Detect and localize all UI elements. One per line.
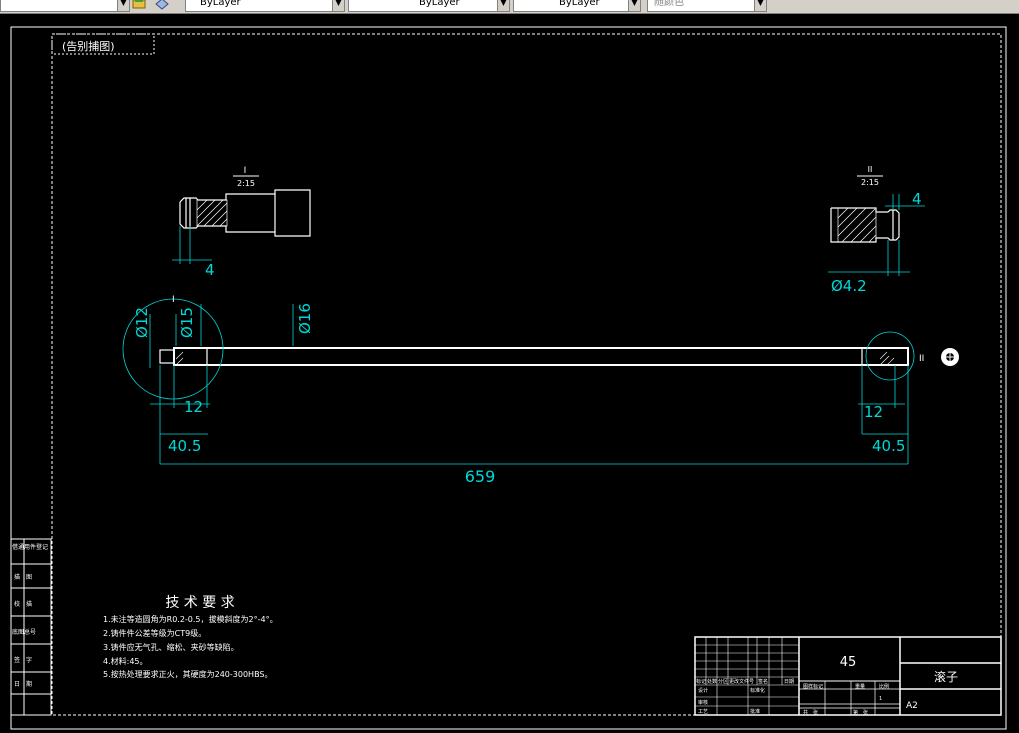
tb-label-sign: 签名: [758, 678, 768, 685]
crosshair-cursor-icon: [941, 348, 959, 366]
tech-requirement-item: 5.按热处理要求正火，其硬度为240-300HBS。: [103, 669, 273, 679]
linetype-combo[interactable]: ByLayer ▼: [348, 0, 510, 12]
tb-sheet-size: A2: [906, 701, 918, 711]
tb-label-approve: 批准: [750, 708, 760, 715]
tech-requirement-item: 2.铸件件公差等级为CT9级。: [103, 628, 206, 638]
tb-label-doc-no: 更改文件号: [729, 678, 754, 685]
dim-diameter-12: Ø12: [133, 307, 151, 338]
side-table-row: 日 期: [14, 680, 32, 688]
detail-circle-II[interactable]: [865, 331, 915, 381]
dim-right-40: 40.5: [872, 437, 905, 455]
tb-label-sheets-total: 共 张: [803, 709, 818, 716]
color-combo[interactable]: ByLayer ▼: [185, 0, 345, 12]
layer-dropdown-arrow[interactable]: ▼: [117, 0, 129, 11]
tech-requirement-item: 3.铸件应无气孔、缩松、夹砂等缺陷。: [103, 642, 239, 652]
detail-circle-I[interactable]: [122, 298, 224, 400]
tb-label-process: 工艺: [698, 709, 708, 715]
layer-manager-icon[interactable]: [132, 0, 146, 11]
side-table-row: 描 图: [14, 573, 32, 581]
dim-right-12: 12: [864, 403, 883, 421]
side-table: [10, 538, 52, 716]
plotstyle-dropdown-arrow[interactable]: ▼: [754, 0, 766, 11]
detail-I-label: I: [244, 166, 247, 176]
tb-part-name: 滚子: [934, 669, 958, 684]
tb-label-mark: 标记: [696, 678, 706, 685]
side-table-row: 底图总号: [12, 628, 36, 636]
side-table-row: 校 描: [14, 600, 32, 608]
property-toolbar: ▼ ByLayer ▼ ByLayer ▼ ByLayer ▼ 随颜色 ▼: [0, 0, 1019, 14]
detail-I-dim: 4: [205, 261, 215, 279]
tb-label-standardize: 标准化: [750, 687, 765, 694]
tb-label-sheet-no: 第 张: [853, 709, 868, 716]
detail-II-scale: 2:15: [861, 178, 879, 187]
tb-label-ratio: 1: [879, 696, 882, 702]
detail-II-dim-bottom: Ø4.2: [831, 277, 867, 295]
dim-left-40: 40.5: [168, 437, 201, 455]
detail-II-label: II: [868, 165, 873, 174]
tb-label-date: 日期: [784, 679, 794, 685]
tb-label-scale: 比例: [879, 683, 889, 690]
tech-requirements-title: 技 术 要 求: [165, 595, 234, 611]
tb-label-zone: 分区: [718, 678, 728, 685]
side-table-row: 签 字: [14, 656, 32, 664]
tech-requirement-item: 4.材料:45。: [103, 656, 148, 666]
title-block: [694, 636, 1002, 716]
detail-view-II[interactable]: II 2:15 4 Ø4.2: [828, 165, 925, 295]
tb-label-review: 审核: [698, 699, 708, 706]
dim-left-12: 12: [184, 398, 203, 416]
linetype-dropdown-arrow[interactable]: ▼: [497, 0, 509, 11]
detail-view-I[interactable]: I 2:15 4: [172, 166, 311, 279]
dim-total-length: 659: [465, 467, 496, 486]
tech-requirement-item: 1.未注等造圆角为R0.2-0.5，拔模斜度为2°-4°。: [103, 614, 278, 624]
side-table-row: 借通用件登记: [12, 543, 48, 551]
tb-label-stage-mark: 图样标记: [803, 683, 823, 690]
plotstyle-combo[interactable]: 随颜色 ▼: [647, 0, 767, 12]
dimension-lines: [149, 304, 909, 465]
color-dropdown-arrow[interactable]: ▼: [332, 0, 344, 11]
detail-I-scale: 2:15: [237, 179, 255, 188]
dim-diameter-16: Ø16: [296, 303, 314, 334]
tb-material: 45: [840, 655, 857, 670]
tech-requirements: 技 术 要 求 1.未注等造圆角为R0.2-0.5，拔模斜度为2°-4°。 2.…: [103, 595, 278, 679]
tb-label-weight: 重量: [855, 683, 865, 690]
dim-diameter-15: Ø15: [178, 307, 196, 338]
detail-circle-II-label: II: [919, 354, 924, 364]
detail-II-dim-top: 4: [912, 190, 922, 208]
layer-combo[interactable]: ▼: [0, 0, 130, 12]
layer-previous-icon[interactable]: [155, 0, 169, 11]
lineweight-dropdown-arrow[interactable]: ▼: [628, 0, 640, 11]
tb-label-count: 处数: [707, 678, 717, 685]
drawing-border: [10, 26, 1007, 730]
detail-circle-I-label: I: [172, 295, 175, 305]
drawing-canvas[interactable]: (告别捕图) 借通用件登记 描 图 校 描 底图总号 签 字 日 期 I 2:1…: [0, 14, 1019, 733]
main-shaft[interactable]: [159, 347, 909, 366]
tb-label-design: 设计: [698, 687, 708, 694]
lineweight-combo[interactable]: ByLayer ▼: [513, 0, 641, 12]
view-label: (告别捕图): [62, 39, 115, 53]
